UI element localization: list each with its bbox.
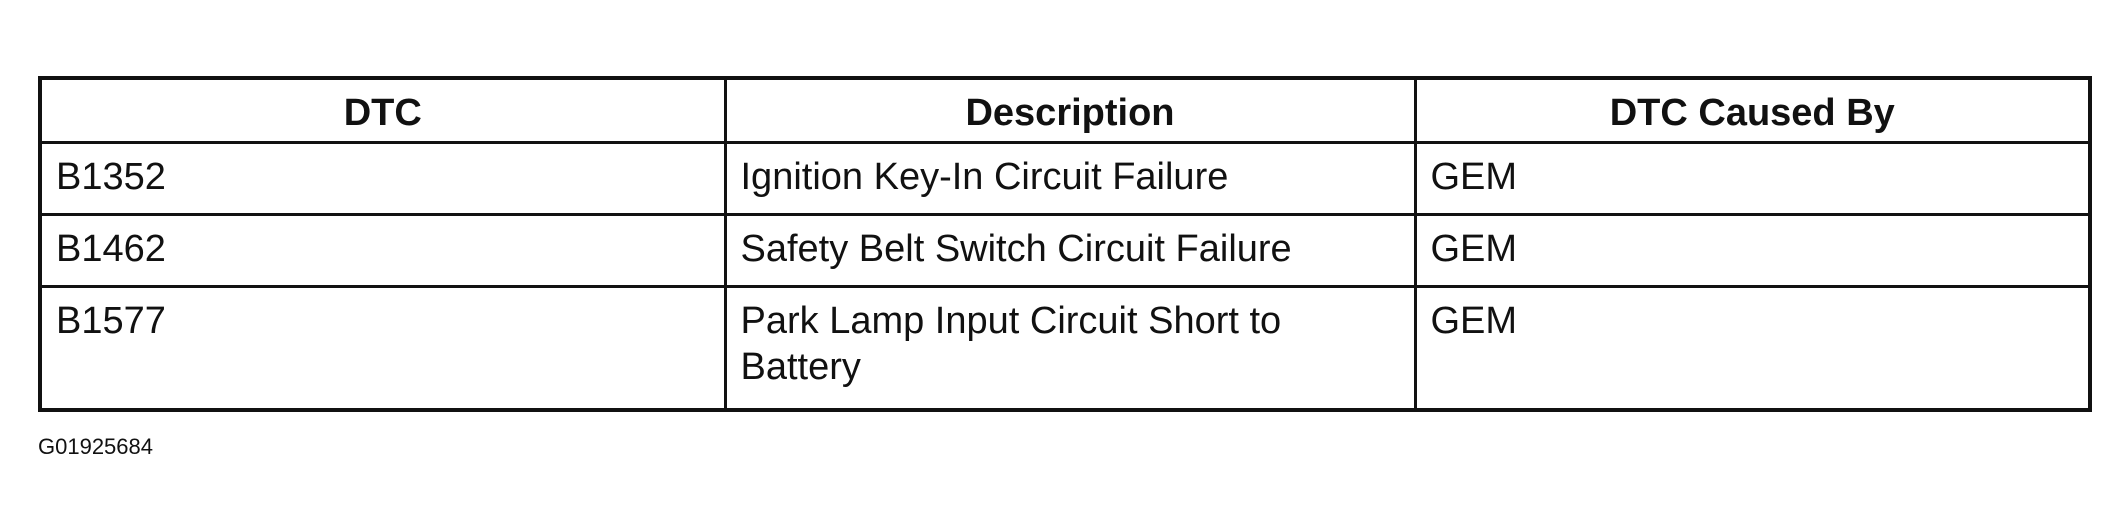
header-dtc-caused-by: DTC Caused By xyxy=(1413,76,2092,144)
figure-id: G01925684 xyxy=(38,434,153,459)
header-dtc: DTC xyxy=(38,76,727,144)
cell-dtc: B1352 xyxy=(38,140,727,216)
header-description: Description xyxy=(723,76,1417,144)
cell-caused-by: GEM xyxy=(1413,284,2092,412)
table-row: B1577 Park Lamp Input Circuit Short to B… xyxy=(38,284,2092,412)
dtc-table: DTC Description DTC Caused By B1352 Igni… xyxy=(38,76,2092,412)
cell-dtc: B1577 xyxy=(38,284,727,412)
table-row: B1462 Safety Belt Switch Circuit Failure… xyxy=(38,212,2092,288)
cell-description: Park Lamp Input Circuit Short to Battery xyxy=(723,284,1417,412)
cell-dtc: B1462 xyxy=(38,212,727,288)
cell-caused-by: GEM xyxy=(1413,140,2092,216)
cell-description: Safety Belt Switch Circuit Failure xyxy=(723,212,1417,288)
table-header-row: DTC Description DTC Caused By xyxy=(38,76,2092,144)
table-row: B1352 Ignition Key-In Circuit Failure GE… xyxy=(38,140,2092,216)
cell-description: Ignition Key-In Circuit Failure xyxy=(723,140,1417,216)
cell-caused-by: GEM xyxy=(1413,212,2092,288)
